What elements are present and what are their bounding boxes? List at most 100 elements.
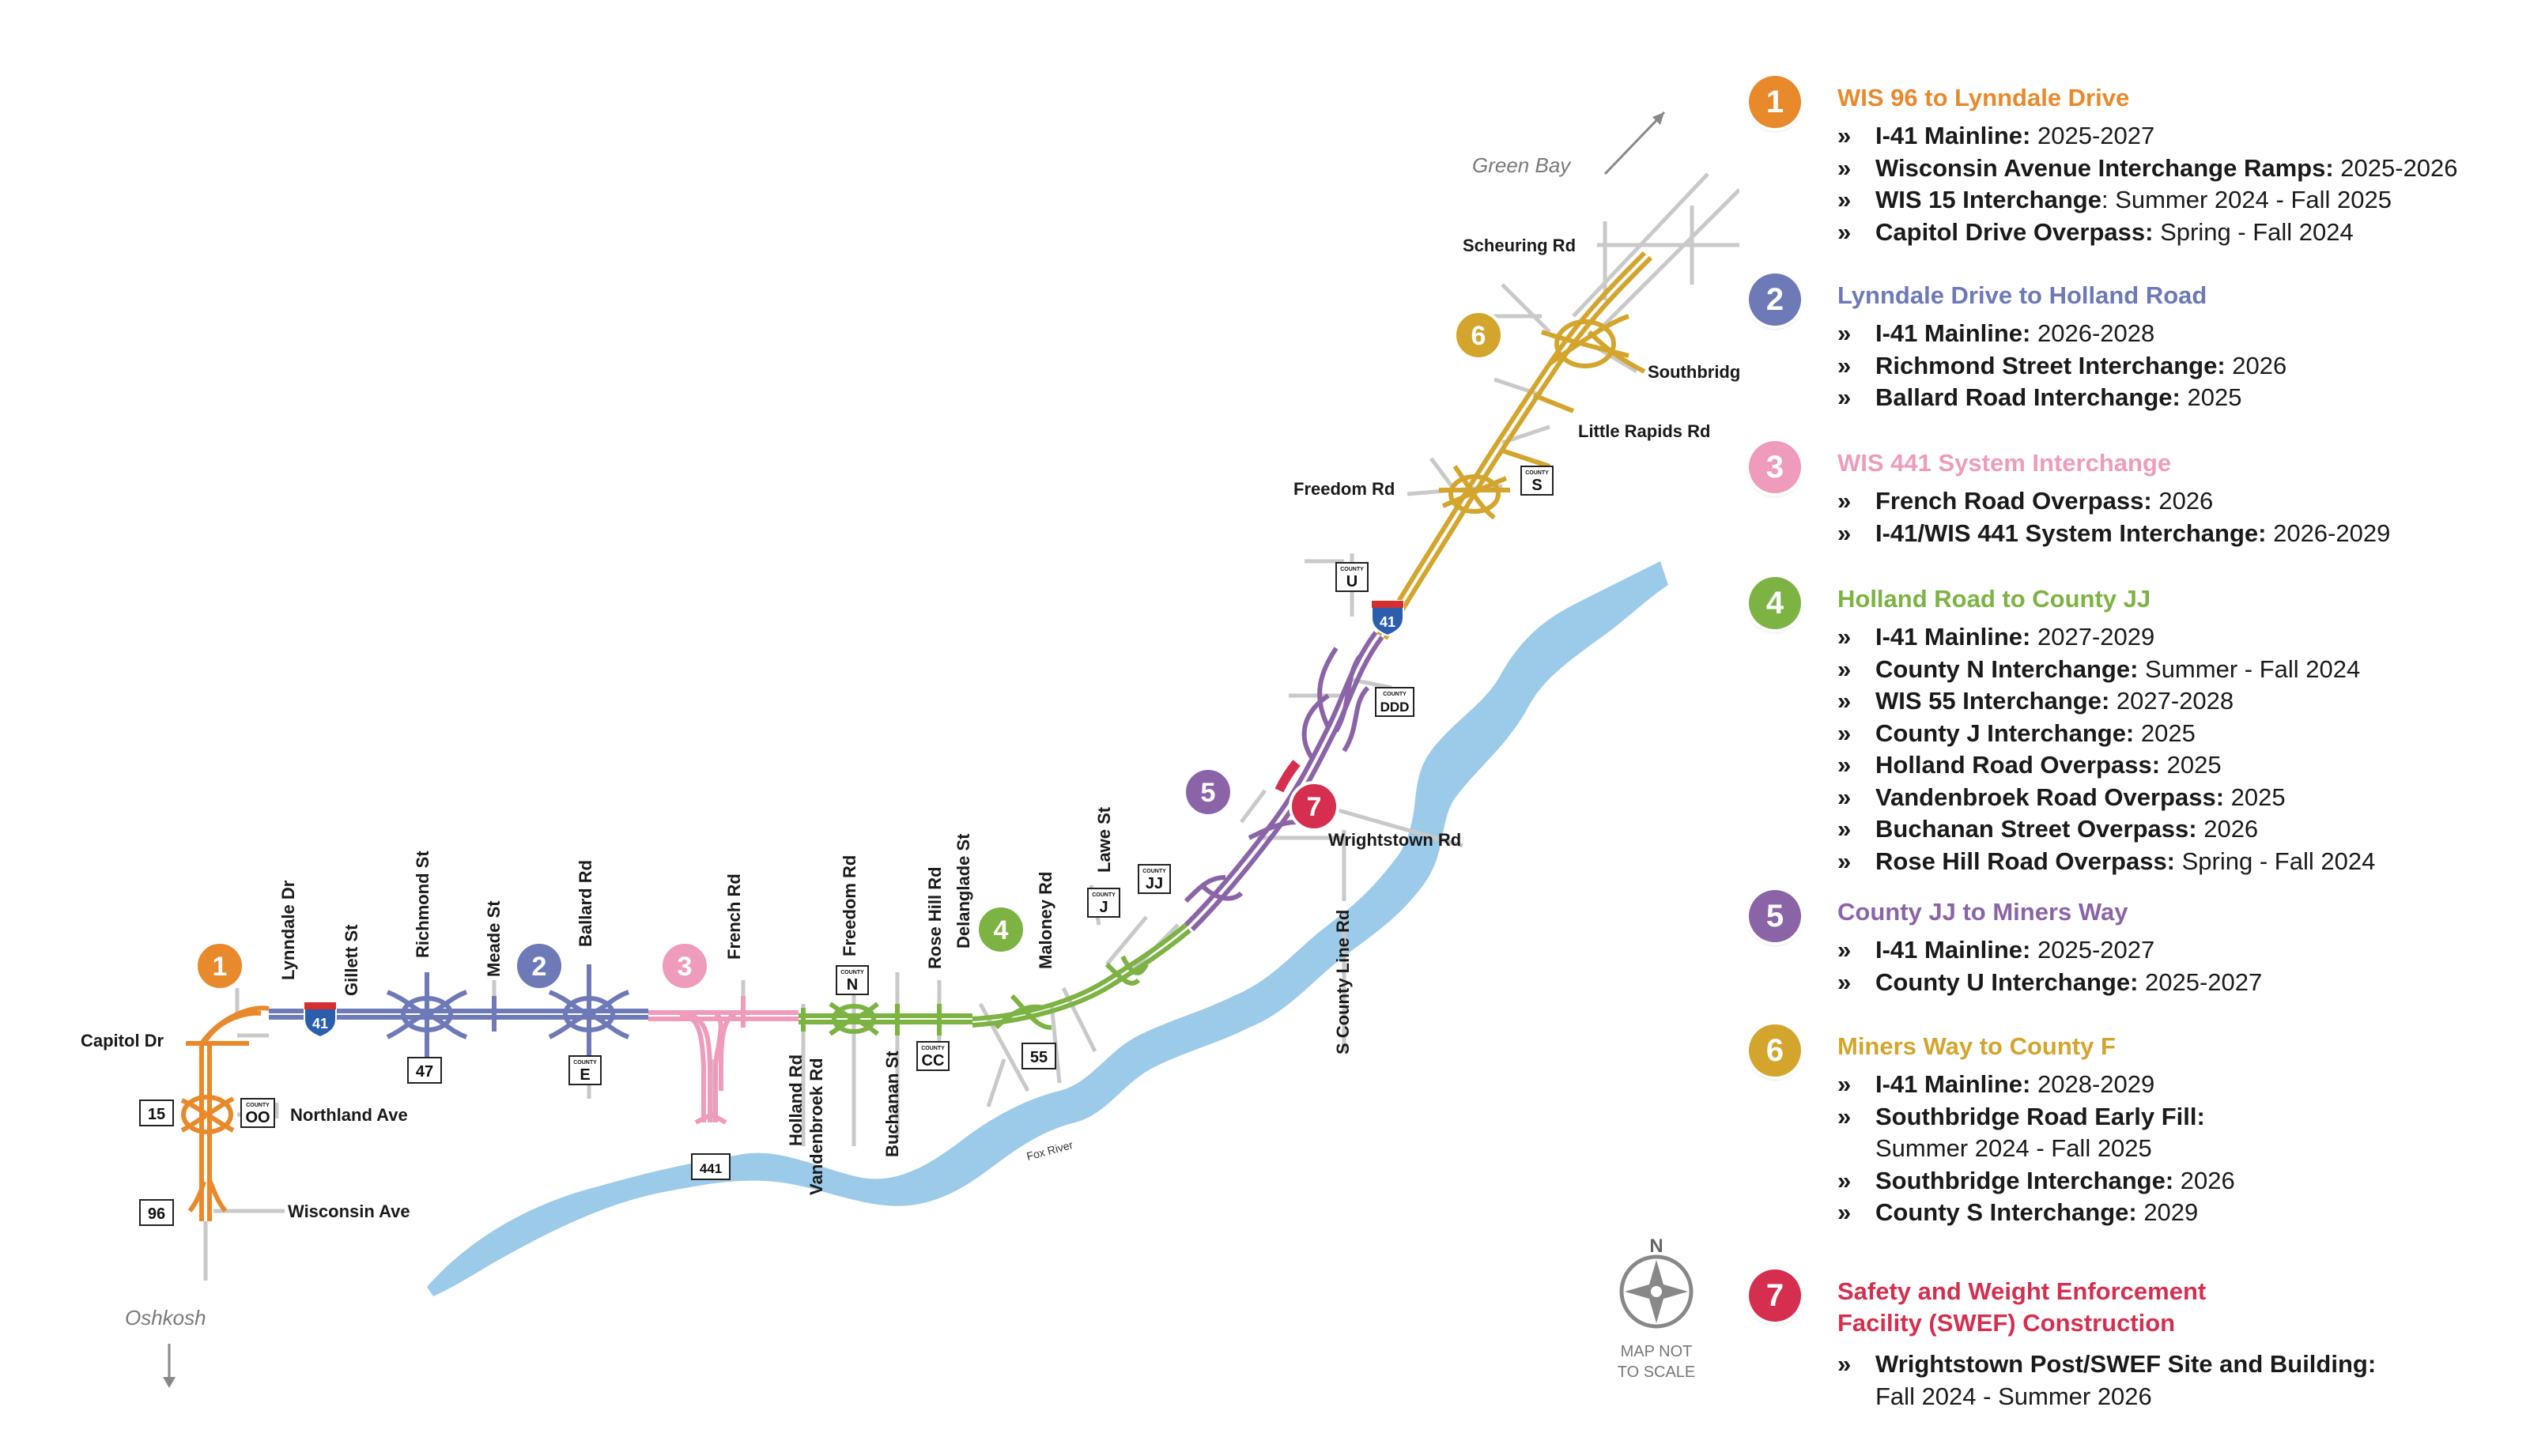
county-jj-shield: COUNTY JJ [1138, 864, 1171, 894]
chevron-icon: » [1837, 153, 1852, 182]
phase7-route [1274, 760, 1301, 793]
legend-item: »Rose Hill Road Overpass: Spring - Fall … [1837, 846, 2375, 878]
legend-item: »County N Interchange: Summer - Fall 202… [1837, 654, 2375, 686]
map-not-to-scale-2: TO SCALE [1618, 1364, 1696, 1381]
county-n-shield: COUNTY N [836, 965, 869, 995]
legend-item: »Wisconsin Avenue Interchange Ramps: 202… [1837, 153, 2458, 185]
i41-shield-2: 41 [1371, 600, 1404, 637]
legend-item-label: Wrightstown Post/SWEF Site and Building: [1875, 1350, 2377, 1378]
legend-item-value: 2025-2027 [2030, 936, 2155, 964]
legend-item-label: I-41 Mainline: [1875, 122, 2031, 149]
legend-item: »Southbridge Road Early Fill: [1837, 1101, 2235, 1133]
county-oo-shield: COUNTY OO [240, 1098, 275, 1128]
legend-item-label: Vandenbroek Road Overpass: [1875, 783, 2225, 811]
map-badge-4: 4 [976, 904, 1026, 955]
legend-item: »County J Interchange: 2025 [1837, 718, 2375, 750]
legend-items-6: »I-41 Mainline: 2028-2029»Southbridge Ro… [1837, 1069, 2235, 1229]
legend-item: »French Road Overpass: 2026 [1837, 485, 2390, 518]
svg-text:COUNTY: COUNTY [1092, 892, 1116, 898]
wis15-shield: 15 [139, 1100, 174, 1126]
svg-text:N: N [847, 976, 858, 994]
chevron-icon: » [1837, 383, 1852, 411]
legend-item: »County U Interchange: 2025-2027 [1837, 967, 2262, 999]
legend-item-label: County U Interchange: [1875, 968, 2139, 996]
legend-item: »Ballard Road Interchange: 2025 [1837, 382, 2286, 414]
legend-title-line: Miners Way to County F [1837, 1032, 2116, 1060]
legend-item-label: Rose Hill Road Overpass: [1875, 847, 2176, 875]
label-delanglade: Delanglade St [953, 833, 973, 949]
legend-badge-3: 3 [1749, 441, 1801, 493]
wis47-shield: 47 [407, 1057, 442, 1084]
chevron-icon: » [1837, 1350, 1852, 1378]
phase4-route [799, 922, 1191, 1036]
legend-item-value: Spring - Fall 2024 [2175, 847, 2376, 875]
chevron-icon: » [1837, 351, 1852, 379]
legend-items-5: »I-41 Mainline: 2025-2027»County U Inter… [1837, 934, 2262, 998]
north-arrow-head [1652, 112, 1664, 125]
legend-title-3: WIS 441 System Interchange [1837, 447, 2171, 479]
legend-title-5: County JJ to Miners Way [1837, 896, 2128, 928]
svg-text:47: 47 [416, 1063, 433, 1081]
svg-text:CC: CC [922, 1052, 945, 1069]
svg-text:U: U [1346, 573, 1358, 590]
legend-item-label: I-41 Mainline: [1875, 319, 2031, 347]
legend-item-label: I-41 Mainline: [1875, 1070, 2031, 1098]
svg-text:41: 41 [1380, 614, 1395, 630]
legend-item: »I-41/WIS 441 System Interchange: 2026-2… [1837, 518, 2390, 550]
legend-items-3: »French Road Overpass: 2026»I-41/WIS 441… [1837, 485, 2390, 549]
wis55-shield: 55 [1021, 1043, 1056, 1069]
compass-rose: N MAP NOT TO SCALE [1618, 1235, 1696, 1381]
svg-text:COUNTY: COUNTY [1383, 692, 1407, 697]
svg-text:2: 2 [532, 952, 547, 982]
legend-item: »Holland Road Overpass: 2025 [1837, 749, 2375, 782]
label-rosehill: Rose Hill Rd [925, 866, 945, 969]
chevron-icon: » [1837, 1102, 1852, 1130]
legend-item: »Buchanan Street Overpass: 2026 [1837, 813, 2375, 846]
legend-title-2: Lynndale Drive to Holland Road [1837, 280, 2207, 311]
svg-text:3: 3 [678, 952, 693, 982]
road-labels: Capitol Dr Northland Ave Wisconsin Ave L… [81, 236, 1739, 1221]
svg-text:1: 1 [213, 952, 228, 982]
south-arrow-head [163, 1377, 176, 1388]
legend-item-value: 2025-2027 [2138, 968, 2263, 996]
svg-text:96: 96 [148, 1205, 165, 1223]
legend-item: »Vandenbroek Road Overpass: 2025 [1837, 782, 2375, 814]
legend-title-line: WIS 96 to Lynndale Drive [1837, 84, 2130, 111]
label-gillett: Gillett St [342, 924, 361, 996]
legend-title-4: Holland Road to County JJ [1837, 583, 2150, 615]
legend-item: » Wrightstown Post/SWEF Site and Building… [1837, 1348, 2376, 1381]
label-buchanan: Buchanan St [882, 1051, 902, 1157]
chevron-icon: » [1837, 687, 1852, 715]
phase1-route [180, 1005, 270, 1221]
north-arrow-line [1603, 111, 1666, 175]
fox-river [427, 561, 1668, 1296]
label-holland: Holland Rd [786, 1054, 806, 1146]
county-s-shield: COUNTY S [1520, 466, 1554, 496]
legend-item-value: 2026-2028 [2030, 319, 2155, 347]
chevron-icon: » [1837, 1070, 1852, 1098]
legend-item-label: WIS 15 Interchange [1875, 186, 2101, 213]
svg-text:COUNTY: COUNTY [1142, 869, 1166, 874]
legend-item: »I-41 Mainline: 2025-2027 [1837, 934, 2262, 967]
chevron-icon: » [1837, 319, 1852, 347]
legend-item-label: County N Interchange: [1875, 654, 2139, 683]
svg-text:5: 5 [1201, 778, 1216, 808]
svg-text:S: S [1531, 477, 1542, 494]
legend-item-label: Holland Road Overpass: [1875, 751, 2161, 779]
chevron-icon: » [1837, 719, 1852, 747]
chevron-icon: » [1837, 186, 1852, 213]
legend-item-label: I-41 Mainline: [1875, 936, 2031, 964]
compass-n: N [1649, 1235, 1663, 1257]
svg-text:COUNTY: COUNTY [573, 1060, 597, 1066]
legend-item-label: Southbridge Interchange: [1875, 1166, 2174, 1194]
label-ballard: Ballard Rd [576, 860, 595, 947]
county-u-shield: COUNTY U [1335, 562, 1369, 592]
label-vandenbroek: Vandenbroek Rd [806, 1058, 826, 1195]
label-lawe: Lawe St [1094, 806, 1114, 873]
svg-text:OO: OO [245, 1109, 270, 1126]
svg-text:41: 41 [312, 1016, 328, 1032]
wis441-shield: 441 [691, 1153, 731, 1180]
legend-title-line: WIS 441 System Interchange [1837, 449, 2172, 477]
legend-item-value: 2026 [2151, 487, 2214, 515]
label-meade: Meade St [484, 900, 504, 977]
